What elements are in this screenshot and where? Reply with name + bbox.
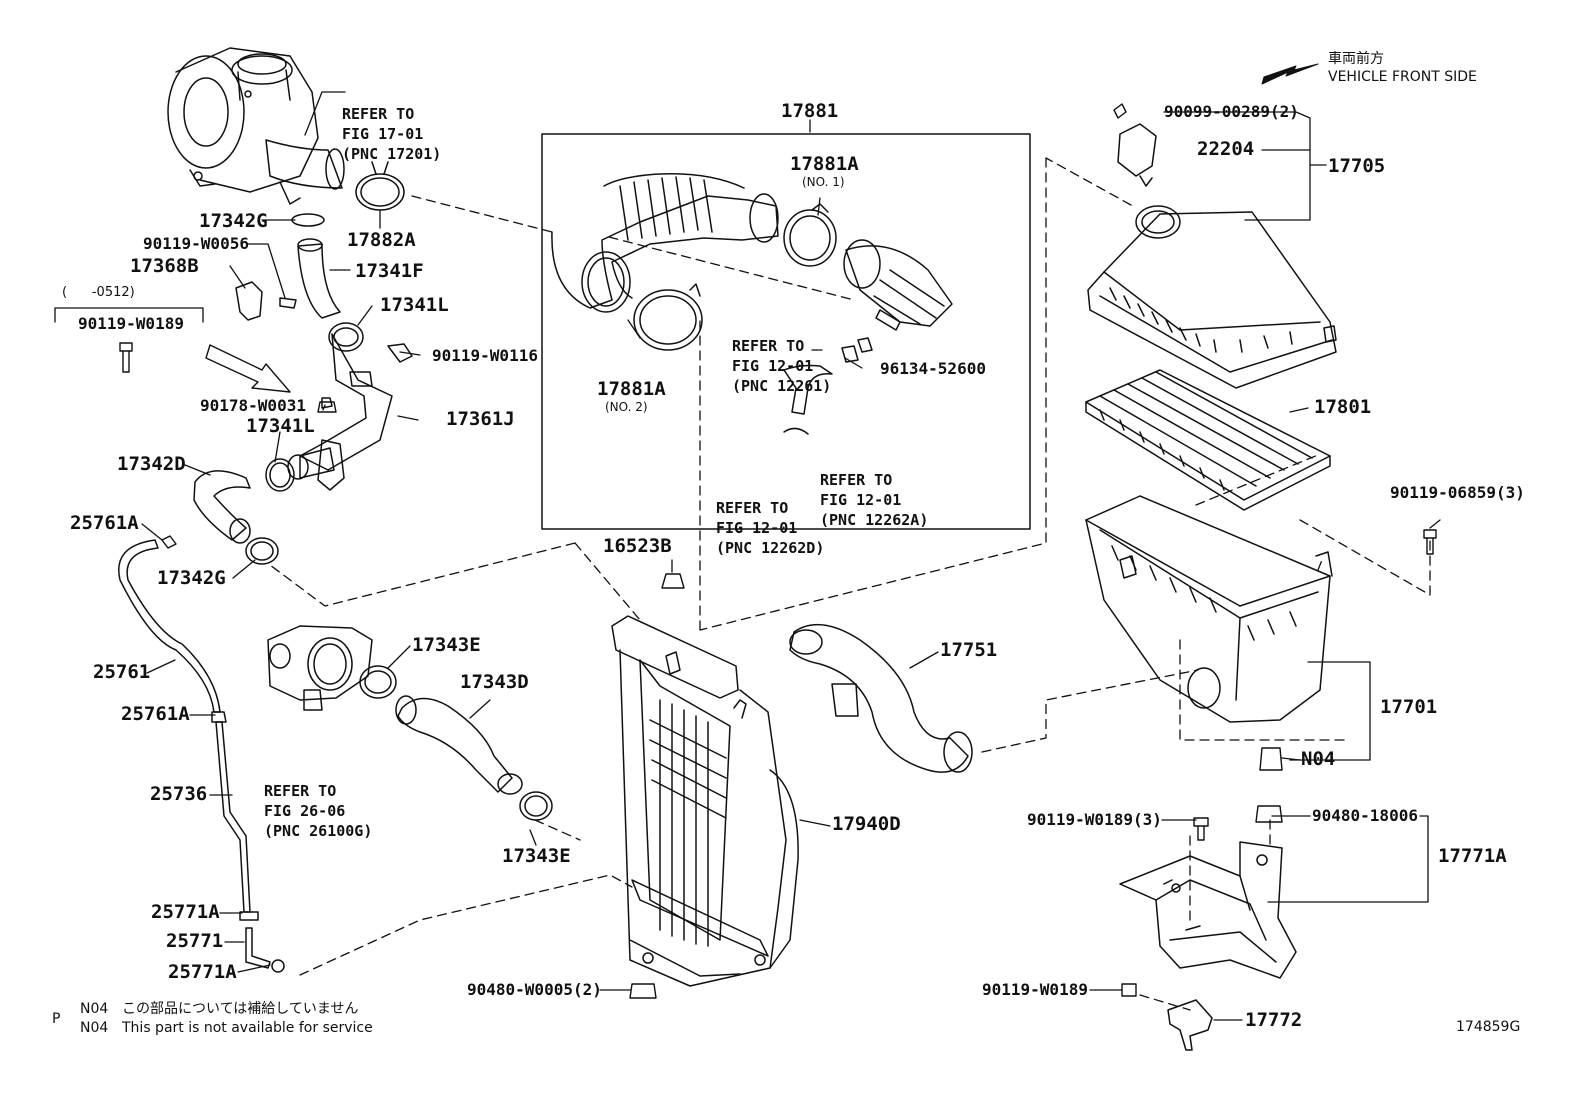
part-22204[interactable]: 22204 (1197, 138, 1255, 160)
part-25771A-top[interactable]: 25771A (151, 901, 220, 923)
detail-box-17881 (541, 133, 1031, 530)
front-arrow-icon (1261, 63, 1319, 85)
turbo-hoses-drawing (193, 161, 413, 565)
part-25736[interactable]: 25736 (150, 783, 208, 805)
part-17368B[interactable]: 17368B (130, 255, 199, 277)
fasteners-drawing (119, 103, 1437, 999)
part-17341L-mid[interactable]: 17341L (246, 415, 315, 437)
part-25761[interactable]: 25761 (93, 661, 151, 683)
refer-line: (PNC 12262D) (716, 539, 825, 557)
note-n04-jp-text: この部品については補給していません (122, 1001, 359, 1017)
refer-12261[interactable]: REFER TO FIG 12-01 (PNC 12261) (732, 296, 831, 416)
direction-arrow-icon (205, 344, 291, 393)
bypass-hoses-drawing (118, 539, 285, 973)
refer-line: FIG 12-01 (716, 519, 798, 537)
part-90119-W0189-bot[interactable]: 90119-W0189 (982, 980, 1088, 999)
part-17881A-no2[interactable]: 17881A (597, 378, 666, 400)
throttle-body-drawing (267, 625, 553, 821)
filter-element-drawing (1085, 369, 1331, 511)
refer-line: REFER TO (716, 499, 789, 517)
bracket-drawing (1119, 841, 1297, 1051)
leader-lines (141, 91, 1441, 1021)
vehicle-front-jp: 車両前方 (1328, 51, 1384, 67)
part-90480-W0005[interactable]: 90480-W0005(2) (467, 980, 602, 999)
part-17881A-no1[interactable]: 17881A (790, 153, 859, 175)
part-17940D[interactable]: 17940D (832, 813, 901, 835)
air-cleaner-case-drawing (1085, 495, 1333, 723)
refer-line: (PNC 12262A) (820, 511, 929, 529)
part-17771A[interactable]: 17771A (1438, 845, 1507, 867)
part-25761A-top[interactable]: 25761A (70, 512, 139, 534)
refer-line: REFER TO (342, 105, 415, 123)
refer-26100G[interactable]: REFER TO FIG 26-06 (PNC 26100G) (264, 741, 372, 861)
part-17361J[interactable]: 17361J (446, 408, 515, 430)
dashed-routing-lines (269, 157, 1431, 1011)
refer-line: FIG 17-01 (342, 125, 424, 143)
part-16523B[interactable]: 16523B (603, 535, 672, 557)
part-17701[interactable]: 17701 (1380, 696, 1438, 718)
refer-line: FIG 26-06 (264, 802, 346, 820)
refer-turbo[interactable]: REFER TO FIG 17-01 (PNC 17201) (342, 64, 441, 184)
figure-id: 174859G (1456, 1019, 1521, 1035)
part-17882A[interactable]: 17882A (347, 229, 416, 251)
part-90119-W0189-3[interactable]: 90119-W0189(3) (1027, 810, 1162, 829)
part-17343D[interactable]: 17343D (460, 671, 529, 693)
part-N04[interactable]: N04 (1301, 748, 1336, 770)
refer-line: (PNC 17201) (342, 145, 442, 163)
part-17801[interactable]: 17801 (1314, 396, 1372, 418)
air-cleaner-cap-drawing (1087, 123, 1337, 389)
part-90119-W0056[interactable]: 90119-W0056 (143, 234, 249, 253)
note-no1: (NO. 1) (802, 175, 845, 189)
note-n04-en-code: N04 (80, 1020, 109, 1036)
part-17341F[interactable]: 17341F (355, 260, 424, 282)
turbocharger-drawing (167, 47, 345, 205)
part-17705[interactable]: 17705 (1328, 155, 1386, 177)
refer-12262A[interactable]: REFER TO FIG 12-01 (PNC 12262A) (820, 430, 928, 550)
refer-line: REFER TO (264, 782, 337, 800)
vehicle-front-indicator: 車両前方 VEHICLE FRONT SIDE (1328, 50, 1477, 86)
refer-line: FIG 12-01 (732, 357, 814, 375)
intercooler-drawing (611, 615, 799, 987)
part-17343E-top[interactable]: 17343E (412, 634, 481, 656)
part-17751[interactable]: 17751 (940, 639, 998, 661)
legend-bracket (54, 307, 204, 323)
part-90480-18006[interactable]: 90480-18006 (1312, 806, 1418, 825)
part-25761A-mid[interactable]: 25761A (121, 703, 190, 725)
refer-line: (PNC 12261) (732, 377, 832, 395)
legend-range: ( -0512) (62, 285, 135, 300)
part-17342G-bot[interactable]: 17342G (157, 567, 226, 589)
part-25771[interactable]: 25771 (166, 930, 224, 952)
part-25771A-bot[interactable]: 25771A (168, 961, 237, 983)
vehicle-front-en: VEHICLE FRONT SIDE (1328, 69, 1477, 85)
part-17341L-top[interactable]: 17341L (380, 294, 449, 316)
note-n04-jp-code: N04 (80, 1001, 109, 1017)
part-90119-W0116[interactable]: 90119-W0116 (432, 346, 538, 365)
note-n04-en-text: This part is not available for service (122, 1020, 373, 1036)
note-no2: (NO. 2) (605, 400, 648, 414)
refer-line: REFER TO (820, 471, 893, 489)
part-17342G-top[interactable]: 17342G (199, 210, 268, 232)
legend-part-90119-W0189[interactable]: 90119-W0189 (78, 314, 184, 333)
part-17343E-bot[interactable]: 17343E (502, 845, 571, 867)
part-90178-W0031[interactable]: 90178-W0031 (200, 396, 306, 415)
refer-line: FIG 12-01 (820, 491, 902, 509)
note-p: P (52, 1011, 61, 1027)
part-17342D[interactable]: 17342D (117, 453, 186, 475)
part-90119-06859[interactable]: 90119-06859(3) (1390, 483, 1525, 502)
refer-line: REFER TO (732, 337, 805, 355)
part-96134-52600[interactable]: 96134-52600 (880, 359, 986, 378)
part-17772[interactable]: 17772 (1245, 1009, 1303, 1031)
intake-hose-drawing (551, 173, 953, 435)
refer-line: (PNC 26100G) (264, 822, 373, 840)
refer-12262D[interactable]: REFER TO FIG 12-01 (PNC 12262D) (716, 458, 824, 578)
intake-pipe-drawing (789, 623, 973, 773)
part-17881[interactable]: 17881 (781, 100, 839, 122)
part-90099-00289[interactable]: 90099-00289(2) (1164, 102, 1299, 121)
